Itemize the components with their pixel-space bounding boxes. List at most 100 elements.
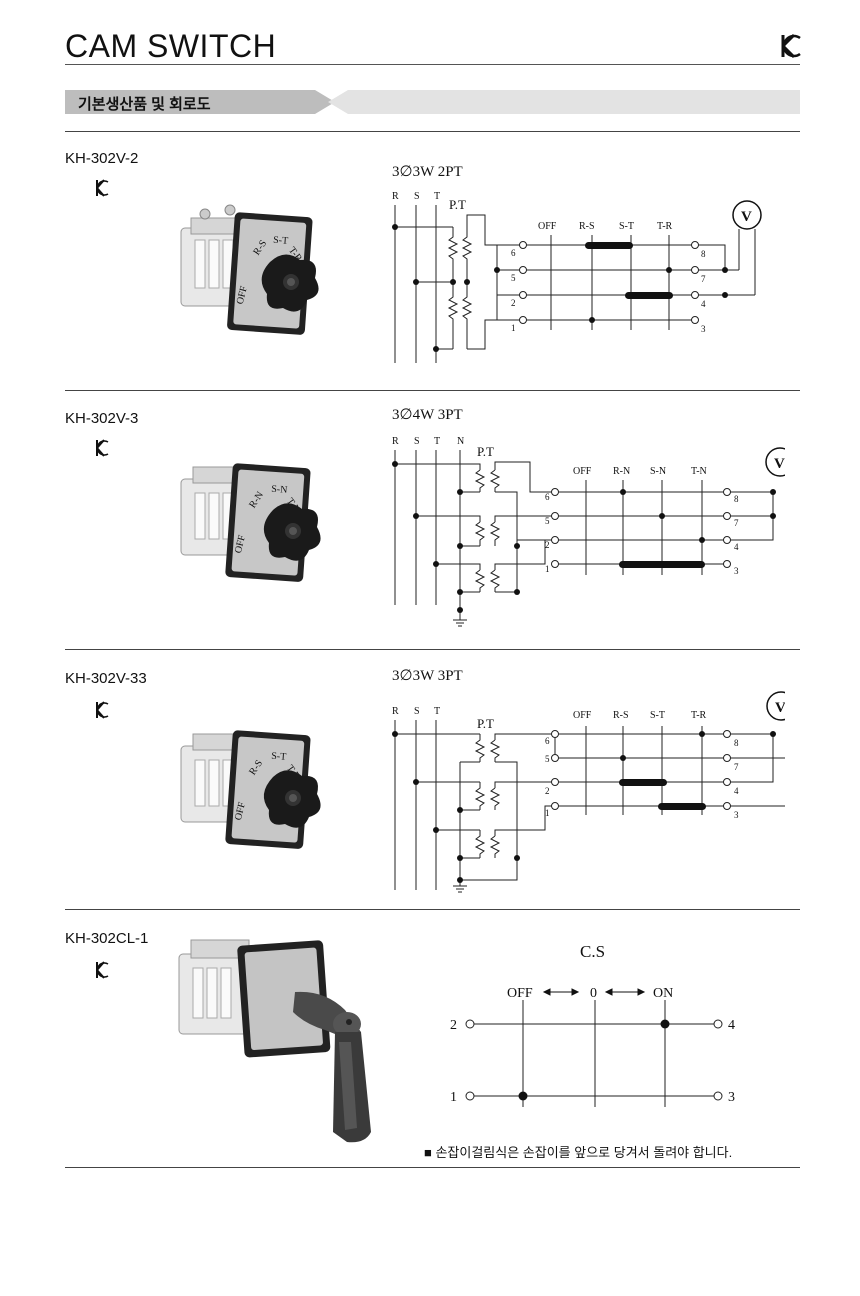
svg-text:R: R — [392, 706, 399, 717]
line-label: R — [392, 191, 399, 202]
section-banner-bar — [328, 90, 800, 114]
kc-mark-icon — [96, 701, 109, 719]
svg-text:V: V — [774, 456, 785, 472]
knob — [261, 254, 319, 312]
svg-text:2: 2 — [545, 786, 550, 796]
svg-text:6: 6 — [545, 736, 550, 746]
kc-mark-icon — [96, 961, 109, 979]
position-label: OFF — [507, 986, 533, 1001]
svg-text:6: 6 — [545, 492, 550, 502]
model-name: KH-302V-2 — [65, 150, 139, 167]
kc-mark-icon — [96, 439, 109, 457]
svg-text:V: V — [741, 209, 752, 225]
svg-text:7: 7 — [734, 518, 739, 528]
circuit-diagram: R S T P.T OFF R-S S-T T-R 6 5 2 1 8 7 4 … — [392, 691, 785, 893]
svg-text:8: 8 — [734, 494, 739, 504]
svg-text:R-S: R-S — [613, 710, 629, 721]
dial-label: OFF — [235, 285, 250, 306]
pt-label: P.T — [449, 197, 466, 212]
svg-text:2: 2 — [511, 298, 516, 308]
svg-text:P.T: P.T — [477, 444, 494, 459]
svg-text:4: 4 — [734, 786, 739, 796]
svg-text:5: 5 — [545, 754, 550, 764]
svg-text:R: R — [392, 436, 399, 447]
knob — [263, 503, 321, 561]
svg-text:N: N — [457, 436, 464, 447]
voltmeter-icon: V — [766, 691, 785, 721]
kc-mark-icon — [781, 33, 801, 59]
svg-text:3: 3 — [734, 810, 739, 820]
svg-text:4: 4 — [701, 299, 706, 309]
voltmeter-icon: V — [732, 200, 762, 230]
svg-text:S-T: S-T — [271, 751, 287, 763]
svg-text:S: S — [414, 436, 420, 447]
circuit-diagram: R S T N P.T OFF R-N S-N T-N 6 5 2 1 8 7 … — [392, 436, 785, 627]
diagram-title: C.S — [580, 942, 606, 961]
knob — [263, 770, 321, 828]
svg-text:3: 3 — [728, 1090, 735, 1105]
usage-note: ■ 손잡이걸림식은 손잡이를 앞으로 당겨서 돌려야 합니다. — [424, 1145, 733, 1160]
diagram-title: 3∅3W 2PT — [392, 164, 463, 180]
svg-text:T: T — [434, 706, 440, 717]
model-name: KH-302V-33 — [65, 670, 147, 687]
section-banner — [65, 90, 335, 114]
circuit-diagram: R S T P.T OFF R-S S-T T-R 6 5 2 1 8 7 4 … — [392, 191, 762, 363]
circuit-diagram: OFF 0 ON 2 1 4 3 — [450, 986, 735, 1107]
svg-text:S-N: S-N — [650, 466, 666, 477]
cam-switch-photo: R-S S-T T-R OFF — [180, 204, 319, 335]
section-divider — [65, 909, 800, 910]
svg-text:2: 2 — [545, 540, 550, 550]
position-label: S-T — [619, 221, 634, 232]
svg-text:7: 7 — [734, 762, 739, 772]
kc-mark-icon — [96, 179, 109, 197]
svg-text:2: 2 — [450, 1018, 457, 1033]
svg-text:T: T — [434, 436, 440, 447]
position-label: T-R — [657, 221, 673, 232]
section-divider — [65, 390, 800, 391]
position-label: 0 — [590, 986, 597, 1001]
svg-text:5: 5 — [511, 273, 516, 283]
svg-text:OFF: OFF — [233, 534, 248, 555]
position-label: ON — [653, 986, 673, 1001]
svg-text:S: S — [414, 706, 420, 717]
lever-handle — [293, 991, 371, 1143]
svg-text:6: 6 — [511, 248, 516, 258]
dial-label: S-T — [273, 235, 289, 247]
svg-text:R-N: R-N — [613, 466, 630, 477]
svg-text:3: 3 — [701, 324, 706, 334]
diagram-title: 3∅3W 3PT — [392, 668, 463, 684]
model-name: KH-302V-3 — [65, 410, 139, 427]
svg-text:5: 5 — [545, 516, 550, 526]
svg-text:S-N: S-N — [271, 484, 288, 496]
svg-text:OFF: OFF — [573, 466, 592, 477]
svg-text:OFF: OFF — [573, 710, 592, 721]
header-rule — [65, 64, 800, 65]
model-name: KH-302CL-1 — [65, 930, 149, 947]
svg-text:OFF: OFF — [233, 801, 248, 822]
line-label: T — [434, 191, 440, 202]
position-label: R-S — [579, 221, 595, 232]
svg-text:1: 1 — [545, 808, 550, 818]
svg-text:P.T: P.T — [477, 716, 494, 731]
section-divider — [65, 131, 800, 132]
voltmeter-icon: V — [765, 447, 785, 477]
svg-text:4: 4 — [734, 542, 739, 552]
svg-text:3: 3 — [734, 566, 739, 576]
svg-text:T-R: T-R — [691, 710, 707, 721]
cam-switch-lever-photo — [178, 939, 371, 1143]
svg-text:8: 8 — [734, 738, 739, 748]
svg-text:7: 7 — [701, 274, 706, 284]
svg-text:8: 8 — [701, 249, 706, 259]
section-divider — [65, 1167, 800, 1168]
svg-text:S-T: S-T — [650, 710, 665, 721]
diagram-title: 3∅4W 3PT — [392, 407, 463, 423]
section-title: 기본생산품 및 회로도 — [78, 96, 211, 113]
svg-text:T-N: T-N — [691, 466, 707, 477]
page-title: CAM SWITCH — [65, 28, 277, 64]
cam-switch-photo: R-S S-T T-R OFF — [180, 730, 321, 849]
svg-text:1: 1 — [450, 1090, 457, 1105]
line-label: S — [414, 191, 420, 202]
svg-text:V: V — [775, 700, 785, 716]
cam-switch-photo: R-N S-N T-N OFF — [180, 463, 321, 582]
svg-text:4: 4 — [728, 1018, 735, 1033]
